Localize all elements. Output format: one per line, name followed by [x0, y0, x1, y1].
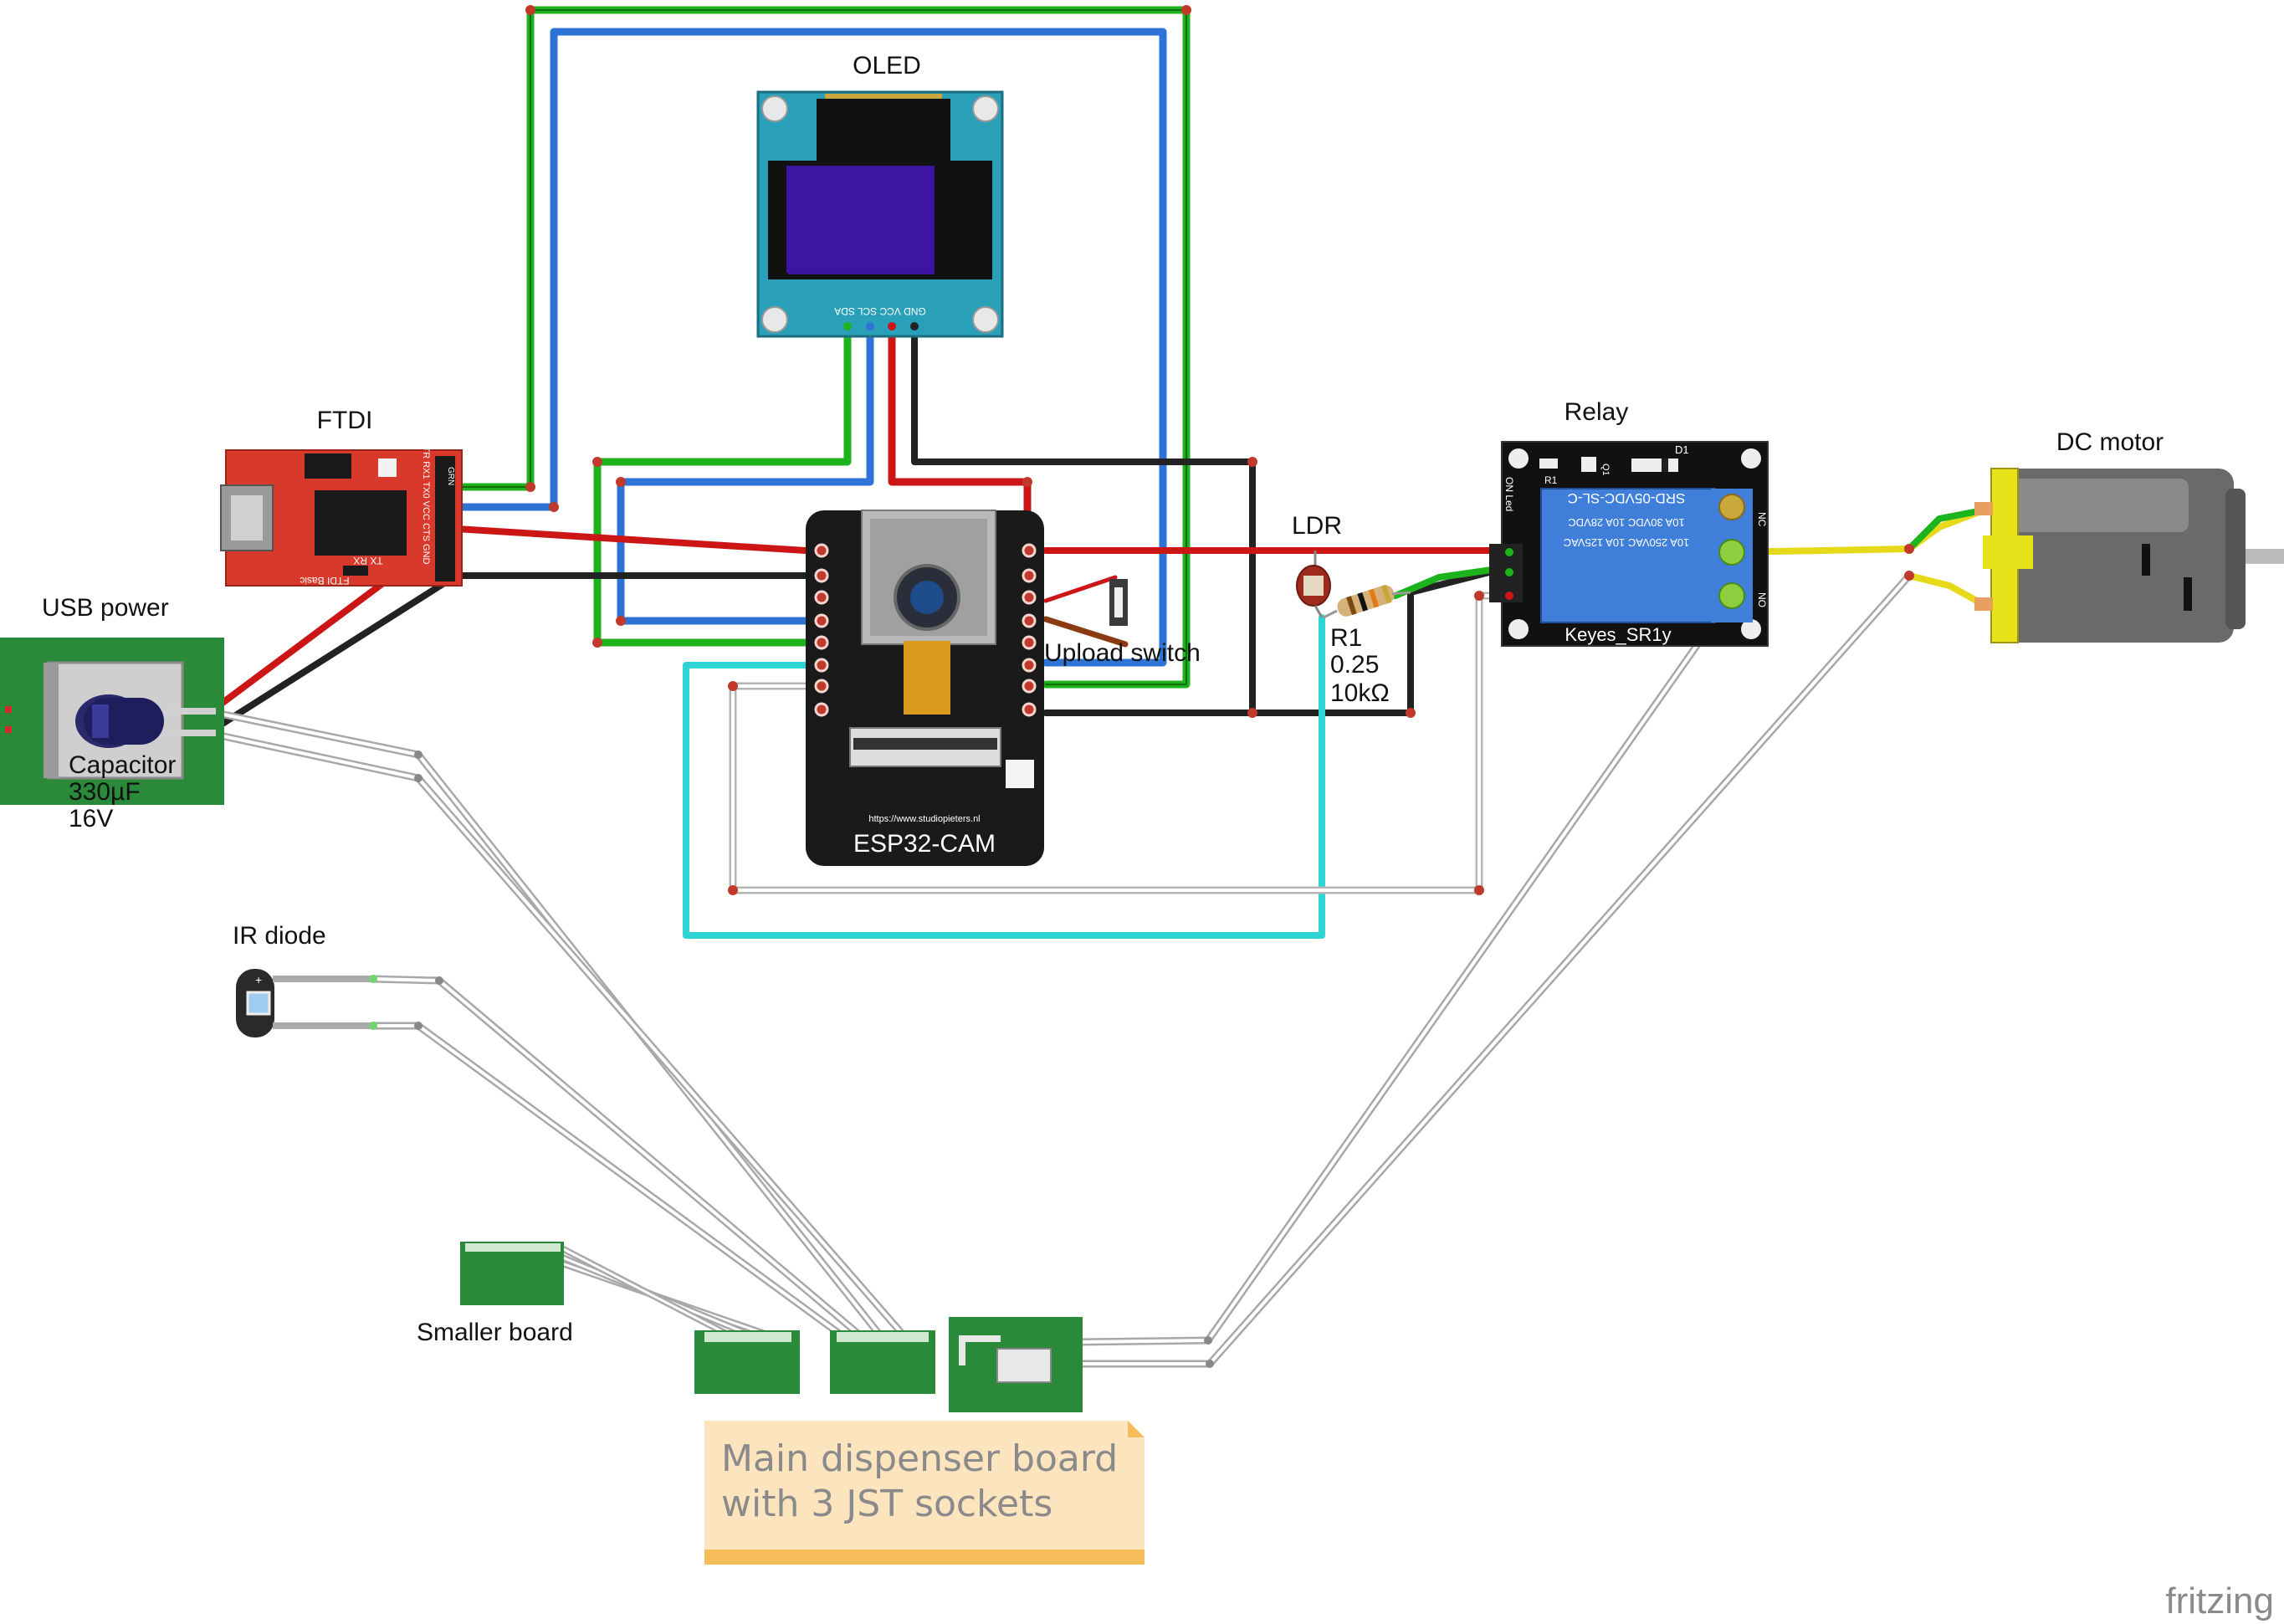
- note-line-1: Main dispenser board: [721, 1437, 1118, 1480]
- ftdi-board-name: FTDI Basic: [300, 575, 349, 587]
- svg-text:+: +: [255, 973, 262, 986]
- resistor-value: 10kΩ: [1330, 679, 1390, 707]
- main-board-socket-2: [830, 1330, 935, 1394]
- upload-switch[interactable]: [1109, 579, 1128, 626]
- esp32-cam-board: https://www.studiopieters.nl ESP32-CAM: [806, 510, 1044, 866]
- note-sticky: Main dispenser board with 3 JST sockets: [704, 1421, 1145, 1565]
- capacitor-voltage: 16V: [69, 805, 113, 832]
- ldr-label: LDR: [1292, 512, 1342, 540]
- ftdi-label: FTDI: [317, 407, 373, 434]
- capacitor-value: 330µF: [69, 778, 141, 806]
- relay-q1-label: Q1: [1600, 464, 1611, 476]
- ir-diode-label: IR diode: [233, 922, 326, 950]
- smaller-board: [460, 1242, 564, 1305]
- wires: [212, 5, 1986, 1368]
- main-board-socket-1: [694, 1330, 800, 1394]
- relay-nc-label: NC: [1756, 512, 1768, 527]
- dc-motor-label: DC motor: [2056, 428, 2164, 456]
- wire-black-oled-gnd: [911, 323, 1256, 716]
- ldr-sensor: [1296, 551, 1331, 618]
- relay-r1-label: R1: [1544, 474, 1558, 486]
- esp32-name: ESP32-CAM: [853, 830, 996, 858]
- ftdi-grn-label: GRN: [446, 467, 455, 485]
- wire-green-relay-signal: [1392, 566, 1501, 599]
- ftdi-pin-labels: DTR RX1 TX0 VCC CTS GND: [421, 440, 431, 565]
- wire-red-switch: [1043, 575, 1118, 603]
- esp32-right-header: [1022, 543, 1037, 717]
- wire-green-motor: [1906, 507, 1986, 552]
- relay-model-label: Keyes_SR1y: [1564, 624, 1671, 645]
- usb-power-label: USB power: [42, 594, 169, 622]
- main-board-socket-3: [949, 1317, 1083, 1412]
- relay-on-led-label: ON Led: [1503, 477, 1515, 511]
- wire-blue-top-loop: [452, 28, 1167, 667]
- note-line-2: with 3 JST sockets: [721, 1483, 1052, 1525]
- relay-d1-label: D1: [1675, 443, 1689, 456]
- relay-no-label: NO: [1756, 592, 1768, 607]
- resistor-r1: [1323, 584, 1411, 619]
- ftdi-txrx: TX RX: [353, 555, 382, 566]
- resistor-label: R1: [1330, 624, 1362, 652]
- smaller-board-label: Smaller board: [417, 1319, 573, 1346]
- wire-black-usb-ftdi: [213, 572, 459, 731]
- relay-rating-1: 10A 250VAC 10A 125VAC: [1564, 536, 1690, 549]
- fritzing-logo: fritzing: [2165, 1580, 2274, 1621]
- oled-label: OLED: [853, 52, 921, 79]
- oled-pin-labels: GND VCC SCL SDA: [834, 305, 926, 317]
- wire-red-ftdi-esp: [453, 525, 809, 554]
- upload-switch-label: Upload switch: [1044, 639, 1201, 667]
- wire-black-esp-relay: [1042, 569, 1493, 716]
- resistor-power: 0.25: [1330, 651, 1379, 679]
- ir-diode: +: [236, 969, 377, 1037]
- esp32-left-header: [814, 543, 829, 717]
- dc-motor: [1974, 468, 2284, 643]
- esp32-url: https://www.studiopieters.nl: [868, 814, 980, 824]
- relay-label: Relay: [1564, 398, 1629, 426]
- relay-rating-2: 10A 30VDC 10A 28VDC: [1568, 516, 1684, 529]
- ftdi-module: DTR RX1 TX0 VCC CTS GND GRN FTDI Basic T…: [220, 440, 463, 587]
- junctions: [414, 5, 1914, 1368]
- capacitor-label: Capacitor: [69, 751, 176, 779]
- usb-power-board: [0, 638, 224, 805]
- relay-module: SRD-05VDC-SL-C 10A 250VAC 10A 125VAC 10A…: [1489, 441, 1769, 647]
- wire-cyan-ldr: [683, 614, 1325, 939]
- relay-part-number: SRD-05VDC-SL-C: [1568, 490, 1686, 506]
- wire-brown-switch: [1042, 616, 1129, 648]
- wire-yellow-motor-2: [1906, 572, 1986, 607]
- oled-module: GND VCC SCL SDA: [756, 90, 1004, 338]
